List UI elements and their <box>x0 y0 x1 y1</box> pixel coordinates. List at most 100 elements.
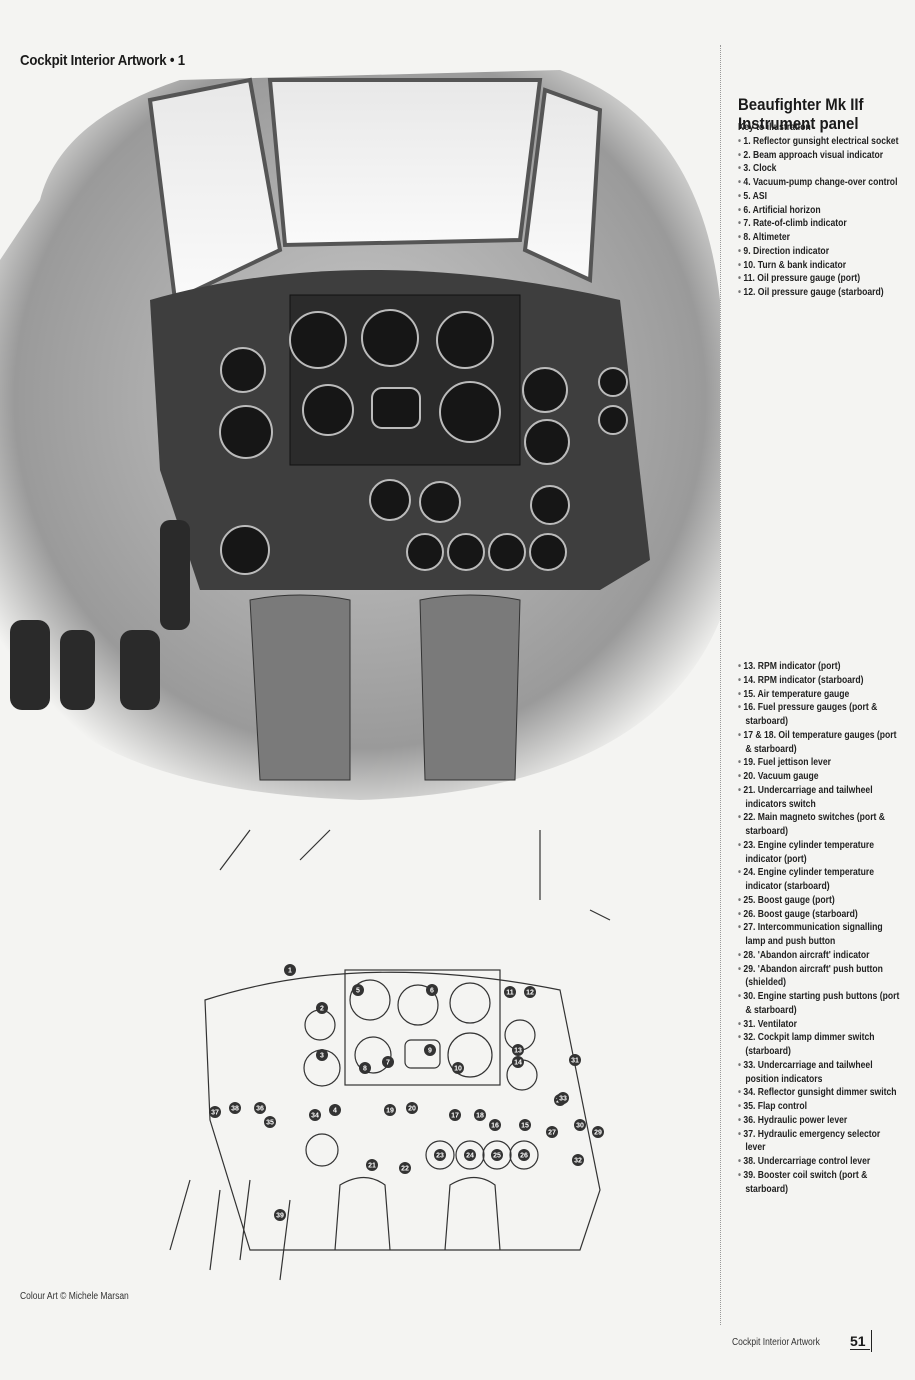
callout-number: 10 <box>454 1066 462 1073</box>
line-drawing-key-diagram <box>169 829 611 1281</box>
callout-number: 21 <box>368 1163 376 1170</box>
callout-marker <box>229 1102 241 1114</box>
callout-marker <box>434 1149 446 1161</box>
callout-marker <box>489 1119 501 1131</box>
callout-number: 33 <box>559 1096 567 1103</box>
key-item: 30. Engine starting push buttons (port &… <box>738 990 902 1018</box>
callout-marker <box>329 1104 341 1116</box>
page-number-rule <box>871 1330 872 1352</box>
key-item: 6. Artificial horizon <box>738 204 902 218</box>
callout-number: 30 <box>576 1123 584 1130</box>
callout-marker <box>366 1159 378 1171</box>
callout-number: 15 <box>521 1123 529 1130</box>
callout-marker <box>309 1109 321 1121</box>
callout-number: 13 <box>514 1048 522 1055</box>
callout-marker <box>449 1109 461 1121</box>
section-header: Cockpit Interior Artwork • 1 <box>20 52 185 69</box>
callout-number: 12 <box>526 990 534 997</box>
key-item: 35. Flap control <box>738 1100 902 1114</box>
key-item: 4. Vacuum-pump change-over control <box>738 176 902 190</box>
callout-marker <box>382 1056 394 1068</box>
callout-number: 22 <box>401 1166 409 1173</box>
callout-number: 36 <box>256 1106 264 1113</box>
callout-number: 23 <box>436 1153 444 1160</box>
callout-marker <box>519 1119 531 1131</box>
page-number: 51 <box>850 1333 870 1350</box>
key-list-part-1: Key to illustration 1. Reflector gunsigh… <box>738 121 902 300</box>
callout-marker <box>557 1092 569 1104</box>
callout-marker <box>254 1102 266 1114</box>
callout-marker <box>504 986 516 998</box>
callout-number: 37 <box>211 1110 219 1117</box>
callout-marker <box>264 1116 276 1128</box>
key-item: 16. Fuel pressure gauges (port & starboa… <box>738 701 902 729</box>
callout-marker <box>572 1154 584 1166</box>
callout-marker <box>512 1056 524 1068</box>
key-item: 14. RPM indicator (starboard) <box>738 674 902 688</box>
key-item: 33. Undercarriage and tailwheel position… <box>738 1059 902 1087</box>
callout-marker <box>592 1126 604 1138</box>
callout-marker <box>399 1162 411 1174</box>
key-item: 29. 'Abandon aircraft' push button (shie… <box>738 963 902 991</box>
callout-number: 26 <box>520 1153 528 1160</box>
callout-marker <box>574 1119 586 1131</box>
art-credit: Colour Art © Michele Marsan <box>20 1291 129 1302</box>
key-item: 26. Boost gauge (starboard) <box>738 908 902 922</box>
callout-number: 29 <box>594 1130 602 1137</box>
callout-number: 19 <box>386 1108 394 1115</box>
callout-marker <box>406 1102 418 1114</box>
callout-number: 18 <box>476 1113 484 1120</box>
key-item: 32. Cockpit lamp dimmer switch (starboar… <box>738 1031 902 1059</box>
callout-number: 38 <box>231 1106 239 1113</box>
callout-marker <box>284 964 296 976</box>
callout-marker <box>512 1044 524 1056</box>
callout-number: 35 <box>266 1120 274 1127</box>
callout-marker <box>316 1049 328 1061</box>
callout-number: 6 <box>430 988 434 995</box>
key-list-part-2: 13. RPM indicator (port)14. RPM indicato… <box>738 660 902 1196</box>
key-item: 11. Oil pressure gauge (port) <box>738 272 902 286</box>
callout-marker <box>474 1109 486 1121</box>
callout-number: 16 <box>491 1123 499 1130</box>
key-item: 34. Reflector gunsight dimmer switch <box>738 1086 902 1100</box>
footer-section-name: Cockpit Interior Artwork <box>732 1337 820 1348</box>
callout-marker <box>274 1209 286 1221</box>
callout-marker <box>426 984 438 996</box>
callout-marker <box>518 1149 530 1161</box>
callout-marker <box>546 1126 558 1138</box>
callout-marker <box>464 1149 476 1161</box>
panel-title: Beaufighter Mk IIf Instrument panel <box>738 95 914 133</box>
callout-number: 14 <box>514 1060 522 1067</box>
key-item: 36. Hydraulic power lever <box>738 1114 902 1128</box>
callout-number: 1 <box>288 968 292 975</box>
key-item: 20. Vacuum gauge <box>738 770 902 784</box>
callout-number: 20 <box>408 1106 416 1113</box>
key-item: 2. Beam approach visual indicator <box>738 149 902 163</box>
callout-number: 17 <box>451 1113 459 1120</box>
callout-number: 2 <box>320 1006 324 1013</box>
key-item: 28. 'Abandon aircraft' indicator <box>738 949 902 963</box>
callout-number: 34 <box>311 1113 319 1120</box>
callout-marker <box>452 1062 464 1074</box>
key-item: 22. Main magneto switches (port & starbo… <box>738 811 902 839</box>
callout-marker <box>316 1002 328 1014</box>
key-item: 1. Reflector gunsight electrical socket <box>738 135 902 149</box>
key-item: 25. Boost gauge (port) <box>738 894 902 908</box>
callout-marker <box>569 1054 581 1066</box>
callout-number: 31 <box>571 1058 579 1065</box>
callout-number: 7 <box>386 1060 390 1067</box>
key-item: 19. Fuel jettison lever <box>738 756 902 770</box>
callout-number: 25 <box>493 1153 501 1160</box>
key-item: 38. Undercarriage control lever <box>738 1155 902 1169</box>
callout-number: 39 <box>276 1213 284 1220</box>
key-item: 13. RPM indicator (port) <box>738 660 902 674</box>
callout-number: 9 <box>428 1048 432 1055</box>
callout-number: 32 <box>574 1158 582 1165</box>
callout-marker <box>424 1044 436 1056</box>
callout-marker <box>524 986 536 998</box>
key-item: 10. Turn & bank indicator <box>738 259 902 273</box>
key-item: 27. Intercommunication signalling lamp a… <box>738 921 902 949</box>
colour-cockpit-artwork <box>0 70 720 800</box>
